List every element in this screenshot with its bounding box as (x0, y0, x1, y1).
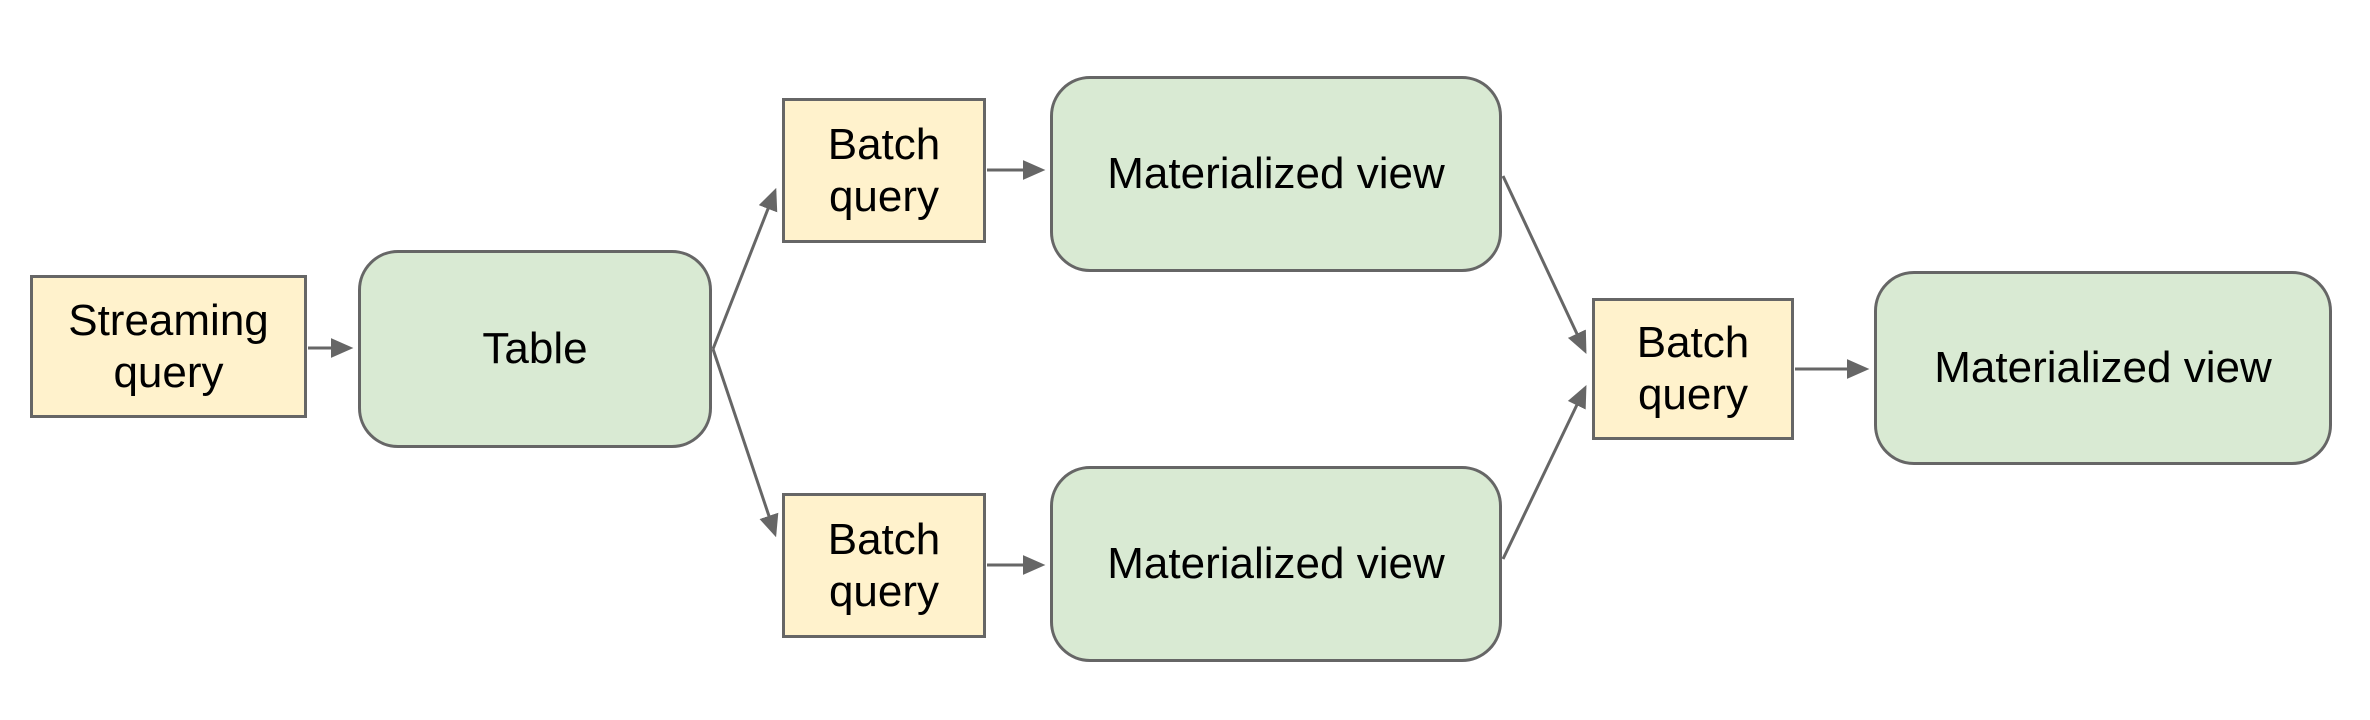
node-batch-query-top-label: Batch query (827, 119, 941, 221)
node-streaming-query-label: Streaming query (68, 295, 269, 397)
node-materialized-view-bottom: Materialized view (1050, 466, 1502, 662)
node-batch-query-right: Batch query (1592, 298, 1794, 440)
node-materialized-view-right-label: Materialized view (1934, 343, 2272, 393)
edge-mv-bottom-to-batch-query-right (1501, 384, 1587, 560)
node-batch-query-bottom: Batch query (782, 493, 986, 638)
node-materialized-view-top-label: Materialized view (1107, 149, 1445, 199)
edge-mv-top-to-batch-query-right (1501, 175, 1587, 355)
node-batch-query-top: Batch query (782, 98, 986, 243)
node-streaming-query: Streaming query (30, 275, 307, 418)
node-materialized-view-top: Materialized view (1050, 76, 1502, 272)
node-materialized-view-right: Materialized view (1874, 271, 2332, 465)
edge-table-to-batch-query-bottom (711, 348, 779, 538)
node-batch-query-right-label: Batch query (1636, 318, 1750, 419)
node-table: Table (358, 250, 712, 448)
node-table-label: Table (482, 324, 588, 374)
node-batch-query-bottom-label: Batch query (827, 514, 941, 616)
edge-table-to-batch-query-top (711, 187, 778, 350)
node-materialized-view-bottom-label: Materialized view (1107, 539, 1445, 589)
